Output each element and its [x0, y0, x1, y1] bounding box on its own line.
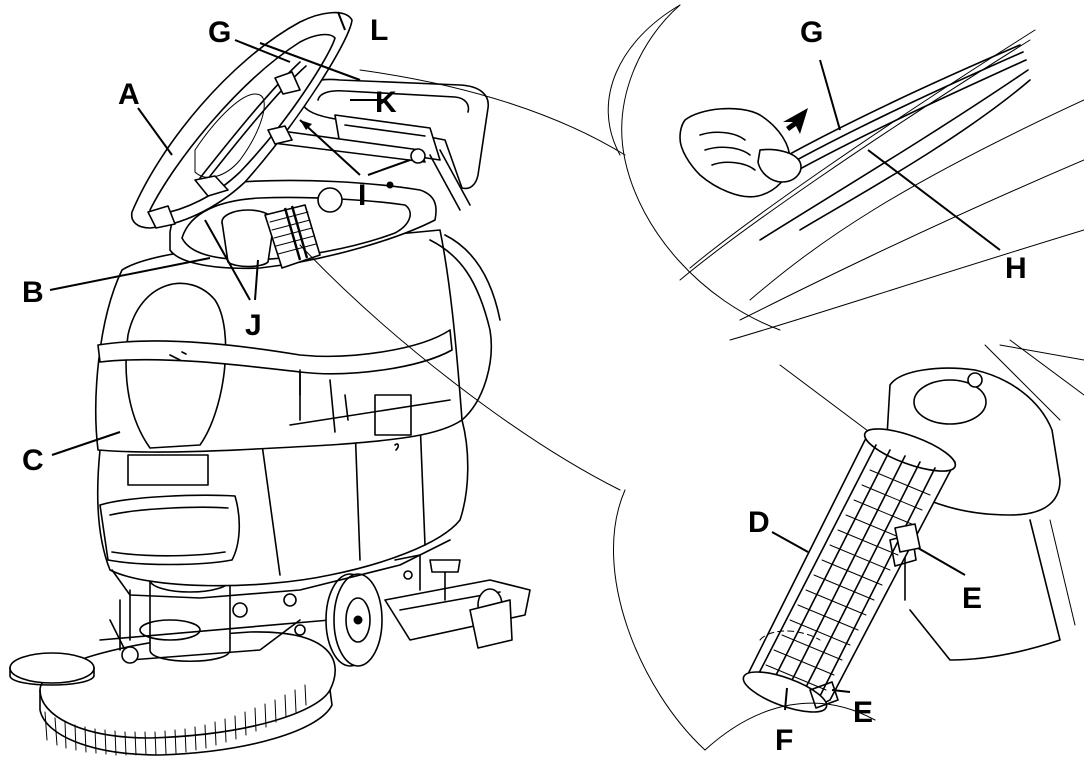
floor-scrubber-machine	[9, 11, 531, 756]
pull-direction-arrow	[783, 108, 808, 134]
lid-cover	[130, 11, 353, 229]
label-E-upper: E	[962, 582, 982, 615]
operator-handle	[259, 78, 489, 211]
label-I: I	[358, 179, 366, 212]
label-F: F	[775, 724, 793, 757]
tank-body	[95, 229, 501, 453]
detail-gasket-inset	[621, 4, 1084, 341]
rear-wheel-assembly	[325, 554, 531, 667]
lower-body	[96, 419, 469, 599]
detail-filter-inset	[704, 339, 1084, 751]
callout-guides	[299, 4, 706, 751]
leader-lines	[49, 11, 1001, 711]
label-E-lower: E	[853, 696, 873, 729]
label-G-main: G	[208, 16, 231, 49]
label-A: A	[118, 78, 140, 111]
label-H: H	[1005, 252, 1027, 285]
label-B: B	[22, 276, 44, 309]
callout-labels: A B C G L K I J G H D E E F	[22, 14, 1027, 757]
label-G-detail: G	[800, 16, 823, 49]
label-C: C	[22, 444, 44, 477]
label-J: J	[245, 309, 262, 342]
brush-bristles	[44, 684, 307, 756]
filter-cartridge	[742, 428, 957, 713]
label-L: L	[370, 14, 388, 47]
label-D: D	[748, 506, 770, 539]
label-K: K	[375, 86, 397, 119]
